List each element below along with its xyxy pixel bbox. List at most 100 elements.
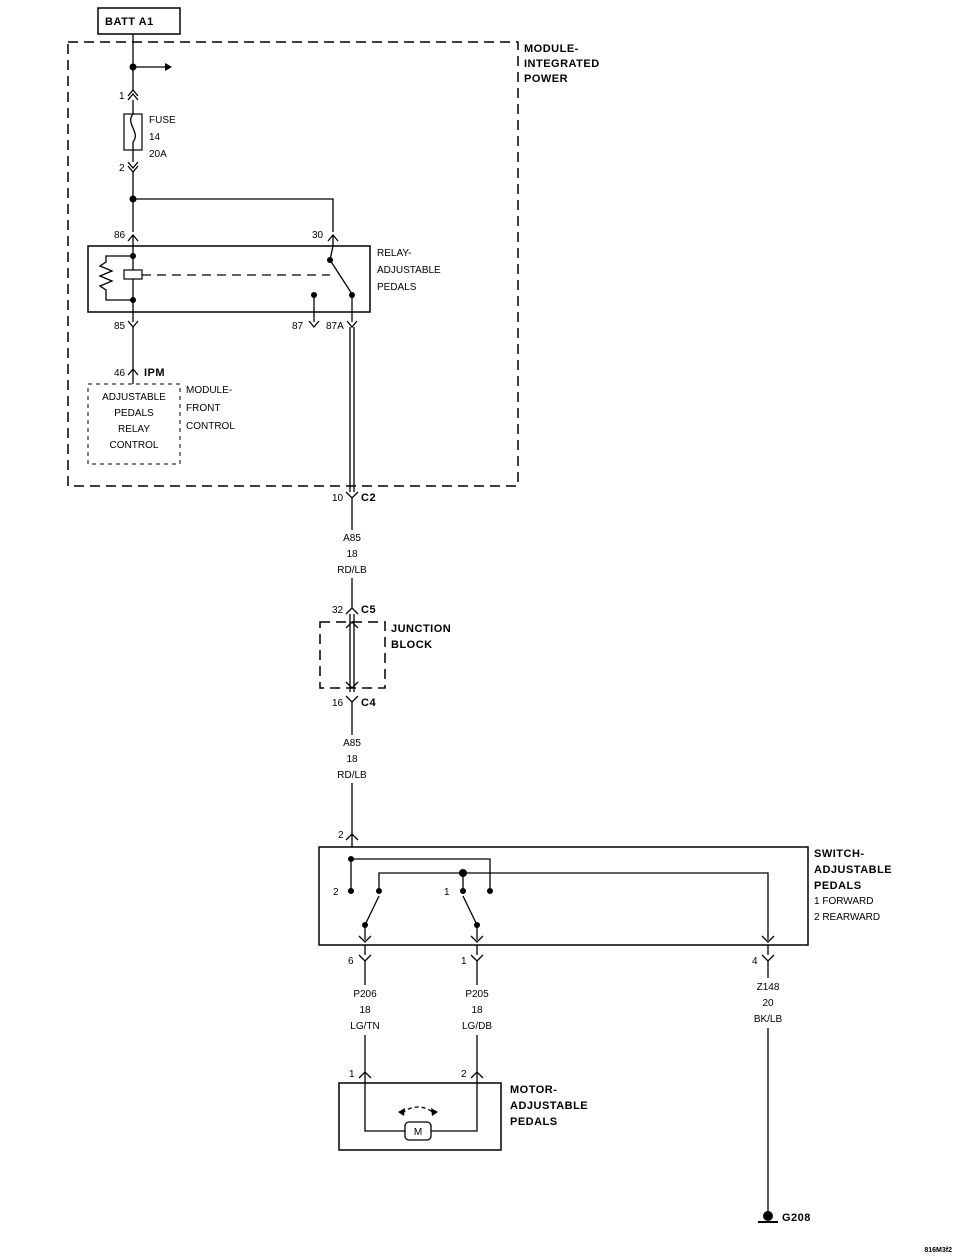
switch-pin-1: 1 (461, 956, 467, 967)
junction-title-2: BLOCK (391, 639, 433, 651)
switch-pin1-arrow-icon (470, 935, 484, 943)
c2-name: C2 (361, 492, 376, 504)
fcm-title-2: FRONT (186, 403, 220, 414)
fuse-pin-in: 1 (119, 91, 125, 102)
switch-legend-1: 1 FORWARD (814, 896, 873, 907)
switch-right-blade (462, 895, 478, 926)
motor-symbol: M (414, 1127, 422, 1138)
z148-color: BK/LB (754, 1014, 783, 1025)
ground-label: G208 (782, 1212, 811, 1224)
motor-wire-right (431, 1083, 478, 1132)
fuse-label-1: FUSE (149, 115, 176, 126)
relay-pin87-connector-icon (308, 320, 320, 329)
relay-pin-86: 86 (114, 230, 126, 241)
motor-pin-1: 1 (349, 1069, 355, 1080)
switch-ground-bus (378, 872, 769, 940)
junction-block-outline (319, 621, 386, 689)
switch-pos-left: 2 (333, 887, 339, 898)
relay-title-1: RELAY- (377, 248, 411, 259)
ipm-title-1: MODULE- (524, 43, 579, 55)
c5-connector-icon (345, 607, 359, 615)
fcm-box-line-4: CONTROL (110, 440, 159, 451)
switch-left-contact-a (348, 888, 354, 894)
c2-connector-icon (345, 491, 359, 499)
c4-connector-icon (345, 695, 359, 703)
fuse-pin1-connector-icon (127, 88, 139, 101)
fuse-pin-out: 2 (119, 163, 125, 174)
motor-title-1: MOTOR- (510, 1084, 557, 1096)
coil-resistor-icon (98, 255, 133, 301)
c4-name: C4 (361, 697, 376, 709)
ipm-title-2: INTEGRATED (524, 58, 600, 70)
switch-title-1: SWITCH- (814, 848, 865, 860)
relay-box (87, 245, 371, 313)
figure-id: 816M3f2 (924, 1247, 952, 1254)
switch-box (318, 846, 809, 946)
switch-pin4-arrow-icon (761, 935, 775, 943)
switch-pos-right: 1 (444, 887, 450, 898)
motor-title-3: PEDALS (510, 1116, 558, 1128)
c2-pin: 10 (332, 493, 344, 504)
p206-gauge: 18 (359, 1005, 371, 1016)
fuse-element-icon (130, 113, 136, 150)
switch-title-3: PEDALS (814, 880, 862, 892)
switch-pin6-arrow-icon (358, 935, 372, 943)
motor-rotation-arc-icon (401, 1106, 435, 1114)
relay-switch-blade (329, 259, 353, 295)
a85-lower-circuit: A85 (343, 738, 361, 749)
p205-circuit: P205 (465, 989, 489, 1000)
ipm-connector-label: IPM (144, 367, 165, 379)
c5-name: C5 (361, 604, 376, 616)
p206-color: LG/TN (350, 1021, 379, 1032)
motor-icon (404, 1121, 432, 1141)
relay-pin87a-connector-icon (346, 320, 358, 329)
rotation-arrow-left-icon (398, 1108, 405, 1116)
relay-pin-30: 30 (312, 230, 324, 241)
fcm-box-line-1: ADJUSTABLE (102, 392, 166, 403)
relay-pin-87: 87 (292, 321, 304, 332)
fcm-title-3: CONTROL (186, 421, 235, 432)
relay-30-internal (329, 245, 334, 261)
battery-box (97, 7, 181, 35)
switch-pin1-connector-icon (470, 954, 484, 962)
a85-lower-gauge: 18 (346, 754, 358, 765)
switch-pin-in: 2 (338, 830, 344, 841)
p205-color: LG/DB (462, 1021, 492, 1032)
c5-pin: 32 (332, 605, 344, 616)
switch-pin-4: 4 (752, 956, 758, 967)
motor-wire-left (364, 1083, 405, 1132)
relay-30-feed-wire (133, 198, 334, 232)
p205-gauge: 18 (471, 1005, 483, 1016)
switch-bus-top (351, 858, 491, 891)
switch-pin-6: 6 (348, 956, 354, 967)
motor-pin-2: 2 (461, 1069, 467, 1080)
switch-right-contact-b (487, 888, 493, 894)
relay-pin-87a: 87A (326, 321, 344, 332)
arrow-right-icon (165, 63, 172, 71)
z148-circuit: Z148 (757, 982, 780, 993)
a85-lower-color: RD/LB (337, 770, 367, 781)
p206-circuit: P206 (353, 989, 377, 1000)
motor-title-2: ADJUSTABLE (510, 1100, 588, 1112)
jb-top-arrow-icon (345, 621, 359, 629)
motor-box (338, 1082, 502, 1151)
a85-upper-gauge: 18 (346, 549, 358, 560)
fuse-label-3: 20A (149, 149, 167, 160)
fuse-pin2-connector-icon (127, 161, 139, 174)
junction-title-1: JUNCTION (391, 623, 451, 635)
z148-gauge: 20 (762, 998, 774, 1009)
fuse-label-2: 14 (149, 132, 161, 143)
fcm-box-line-3: RELAY (118, 424, 150, 435)
jb-bottom-arrow-icon (345, 681, 359, 689)
c4-pin: 16 (332, 698, 344, 709)
switch-pin4-connector-icon (761, 954, 775, 962)
relay-title-2: ADJUSTABLE (377, 265, 441, 276)
switch-left-blade (364, 895, 380, 926)
switch-pin6-connector-icon (358, 954, 372, 962)
rotation-arrow-right-icon (431, 1108, 438, 1116)
fcm-pin: 46 (114, 368, 126, 379)
ipm-module-outline (67, 41, 519, 487)
a85-upper-color: RD/LB (337, 565, 367, 576)
relay-title-3: PEDALS (377, 282, 417, 293)
